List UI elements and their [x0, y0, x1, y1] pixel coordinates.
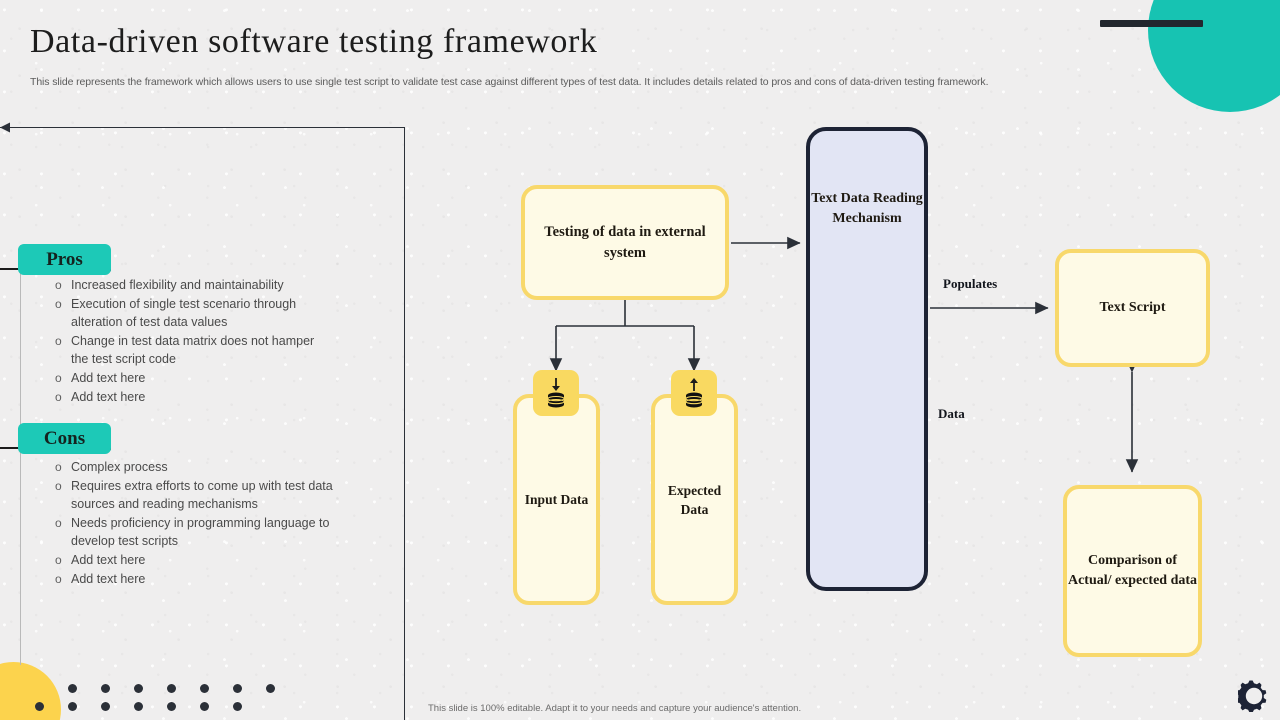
gear-icon[interactable] [1238, 680, 1270, 712]
node-label: Expected Data [667, 482, 722, 517]
list-item-text: Add text here [71, 390, 146, 404]
list-item: o Add text here [55, 369, 333, 387]
node-testing-external-system[interactable]: Testing of data in external system [521, 185, 729, 300]
list-item: o Execution of single test scenario thro… [55, 295, 333, 331]
list-item-text: Add text here [71, 572, 146, 586]
footer-note: This slide is 100% editable. Adapt it to… [428, 703, 802, 714]
badge-cons: Cons [18, 423, 111, 454]
bullet-marker: o [55, 371, 62, 385]
list-item: o Increased flexibility and maintainabil… [55, 276, 333, 294]
list-item-text: Complex process [71, 460, 168, 474]
bullet-marker: o [55, 516, 62, 530]
bullet-marker: o [55, 460, 62, 474]
bullet-marker: o [55, 553, 62, 567]
list-item-text: Change in test data matrix does not hamp… [71, 334, 315, 366]
node-comparison[interactable]: Comparison of Actual/ expected data [1063, 485, 1202, 657]
bullet-marker: o [55, 572, 62, 586]
badge-pros: Pros [18, 244, 111, 275]
node-text-script[interactable]: Text Script [1055, 249, 1210, 367]
badge-cons-label: Cons [43, 427, 86, 449]
left-panel-guide-line [20, 245, 21, 665]
list-item-text: Add text here [71, 553, 146, 567]
badge-pros-label: Pros [46, 248, 83, 270]
list-item: o Add text here [55, 388, 333, 406]
list-item-text: Requires extra efforts to come up with t… [71, 479, 333, 511]
bullet-marker: o [55, 479, 62, 493]
list-item: o Complex process [55, 458, 333, 476]
node-label: Text Data Reading Mechanism [811, 191, 923, 226]
node-text-data-reading-mechanism[interactable]: Text Data Reading Mechanism [806, 127, 928, 591]
list-item-text: Increased flexibility and maintainabilit… [71, 278, 284, 292]
node-input-data[interactable]: Input Data [513, 394, 600, 605]
database-download-icon [533, 370, 579, 416]
left-panel-frame [0, 127, 405, 720]
list-item: o Needs proficiency in programming langu… [55, 514, 333, 550]
list-item: o Add text here [55, 551, 333, 569]
node-expected-data[interactable]: Expected Data [651, 394, 738, 605]
edge-label-data: Data [938, 406, 965, 421]
page-title: Data-driven software testing framework [30, 23, 598, 60]
list-item-text: Needs proficiency in programming languag… [71, 516, 330, 548]
dark-bar-decoration [1100, 20, 1203, 27]
bullet-marker: o [55, 297, 62, 311]
list-item: o Change in test data matrix does not ha… [55, 332, 333, 368]
node-label: Comparison of Actual/ expected data [1067, 553, 1198, 588]
frame-arrow-icon [0, 122, 10, 133]
bullet-marker: o [55, 390, 62, 404]
bullet-marker: o [55, 334, 62, 348]
node-label: Text Script [1099, 300, 1166, 315]
page-subtitle: This slide represents the framework whic… [30, 76, 989, 88]
cons-list: o Complex process o Requires extra effor… [55, 458, 333, 589]
list-item-text: Execution of single test scenario throug… [71, 297, 297, 329]
edge-label-populates: Populates [943, 276, 998, 291]
node-label: Input Data [524, 492, 589, 507]
bullet-marker: o [55, 278, 62, 292]
database-upload-icon [671, 370, 717, 416]
list-item: o Requires extra efforts to come up with… [55, 477, 333, 513]
list-item-text: Add text here [71, 371, 146, 385]
pros-list: o Increased flexibility and maintainabil… [55, 276, 333, 407]
node-label: Testing of data in external system [544, 223, 706, 261]
list-item: o Add text here [55, 570, 333, 588]
